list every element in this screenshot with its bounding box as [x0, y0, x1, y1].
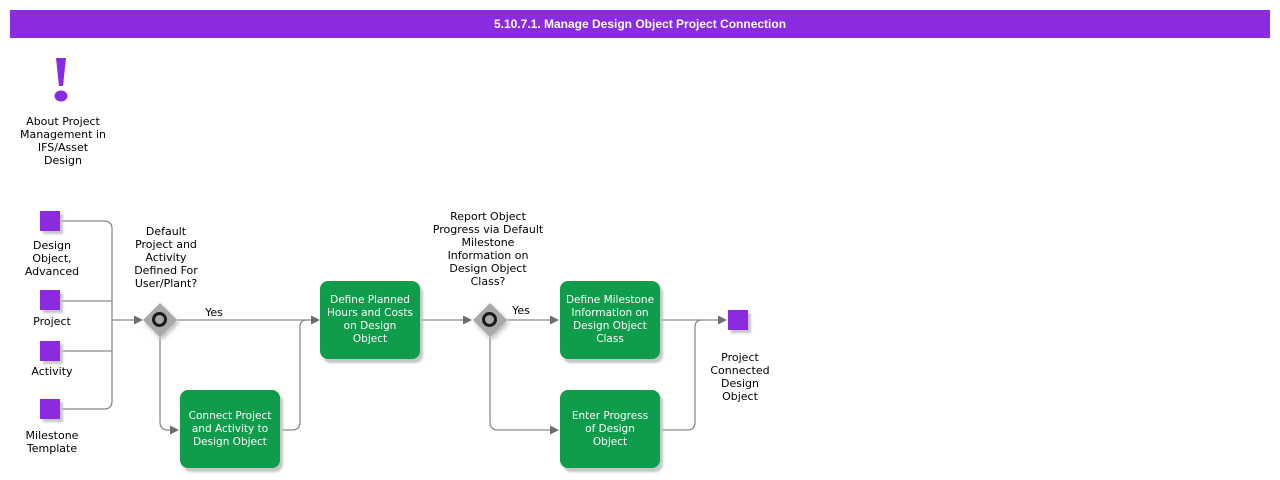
exclamation-icon[interactable] [48, 57, 74, 103]
arrowhead [550, 315, 559, 325]
flow-join-2 [660, 319, 703, 431]
input-label-milestone-template: Milestone Template [25, 429, 79, 455]
title-bar: 5.10.7.1. Manage Design Object Project C… [10, 10, 1270, 38]
output-label: Project Connected Design Object [710, 351, 770, 403]
task-enter-progress[interactable]: Enter Progress of Design Object [560, 390, 660, 468]
decision-question-1: Default Project and Activity Defined For… [134, 225, 198, 290]
gateway-circle-icon [482, 312, 497, 327]
input-label-activity: Activity [31, 365, 73, 378]
flow-no-2 [489, 337, 551, 431]
input-node-design-object-advanced[interactable] [40, 211, 60, 231]
task-label: Enter Progress of Design Object [571, 409, 649, 448]
about-link-label[interactable]: About Project Management in IFS/Asset De… [20, 115, 106, 167]
arrowhead [463, 315, 472, 325]
task-label: Define Milestone Information on Design O… [565, 294, 655, 345]
input-node-activity[interactable] [40, 341, 60, 361]
yes-branch-label-1: Yes [205, 306, 223, 319]
input-node-milestone-template[interactable] [40, 399, 60, 419]
input-label-project: Project [33, 315, 71, 328]
flow-no-1 [159, 337, 171, 431]
output-node-project-connected[interactable] [728, 310, 748, 330]
arrowhead [134, 315, 143, 325]
input-bracket-line [60, 220, 113, 410]
input-label-design-object-advanced: Design Object, Advanced [24, 239, 80, 278]
arrowhead [718, 315, 727, 325]
arrowhead [170, 425, 179, 435]
arrowhead [550, 425, 559, 435]
task-label: Define Planned Hours and Costs on Design… [326, 294, 413, 345]
decision-gateway-1 [143, 303, 177, 337]
decision-gateway-2 [473, 303, 507, 337]
gateway-circle-icon [152, 312, 167, 327]
yes-branch-label-2: Yes [512, 304, 530, 317]
process-title: 5.10.7.1. Manage Design Object Project C… [493, 17, 787, 31]
arrowhead [311, 315, 320, 325]
input-node-project[interactable] [40, 290, 60, 310]
task-define-planned-hours[interactable]: Define Planned Hours and Costs on Design… [320, 281, 420, 359]
decision-question-2: Report Object Progress via Default Miles… [432, 210, 544, 288]
task-connect-project-activity[interactable]: Connect Project and Activity to Design O… [180, 390, 280, 468]
task-define-milestone-info[interactable]: Define Milestone Information on Design O… [560, 281, 660, 359]
task-label: Connect Project and Activity to Design O… [188, 409, 272, 448]
flow-join-1 [280, 319, 308, 431]
